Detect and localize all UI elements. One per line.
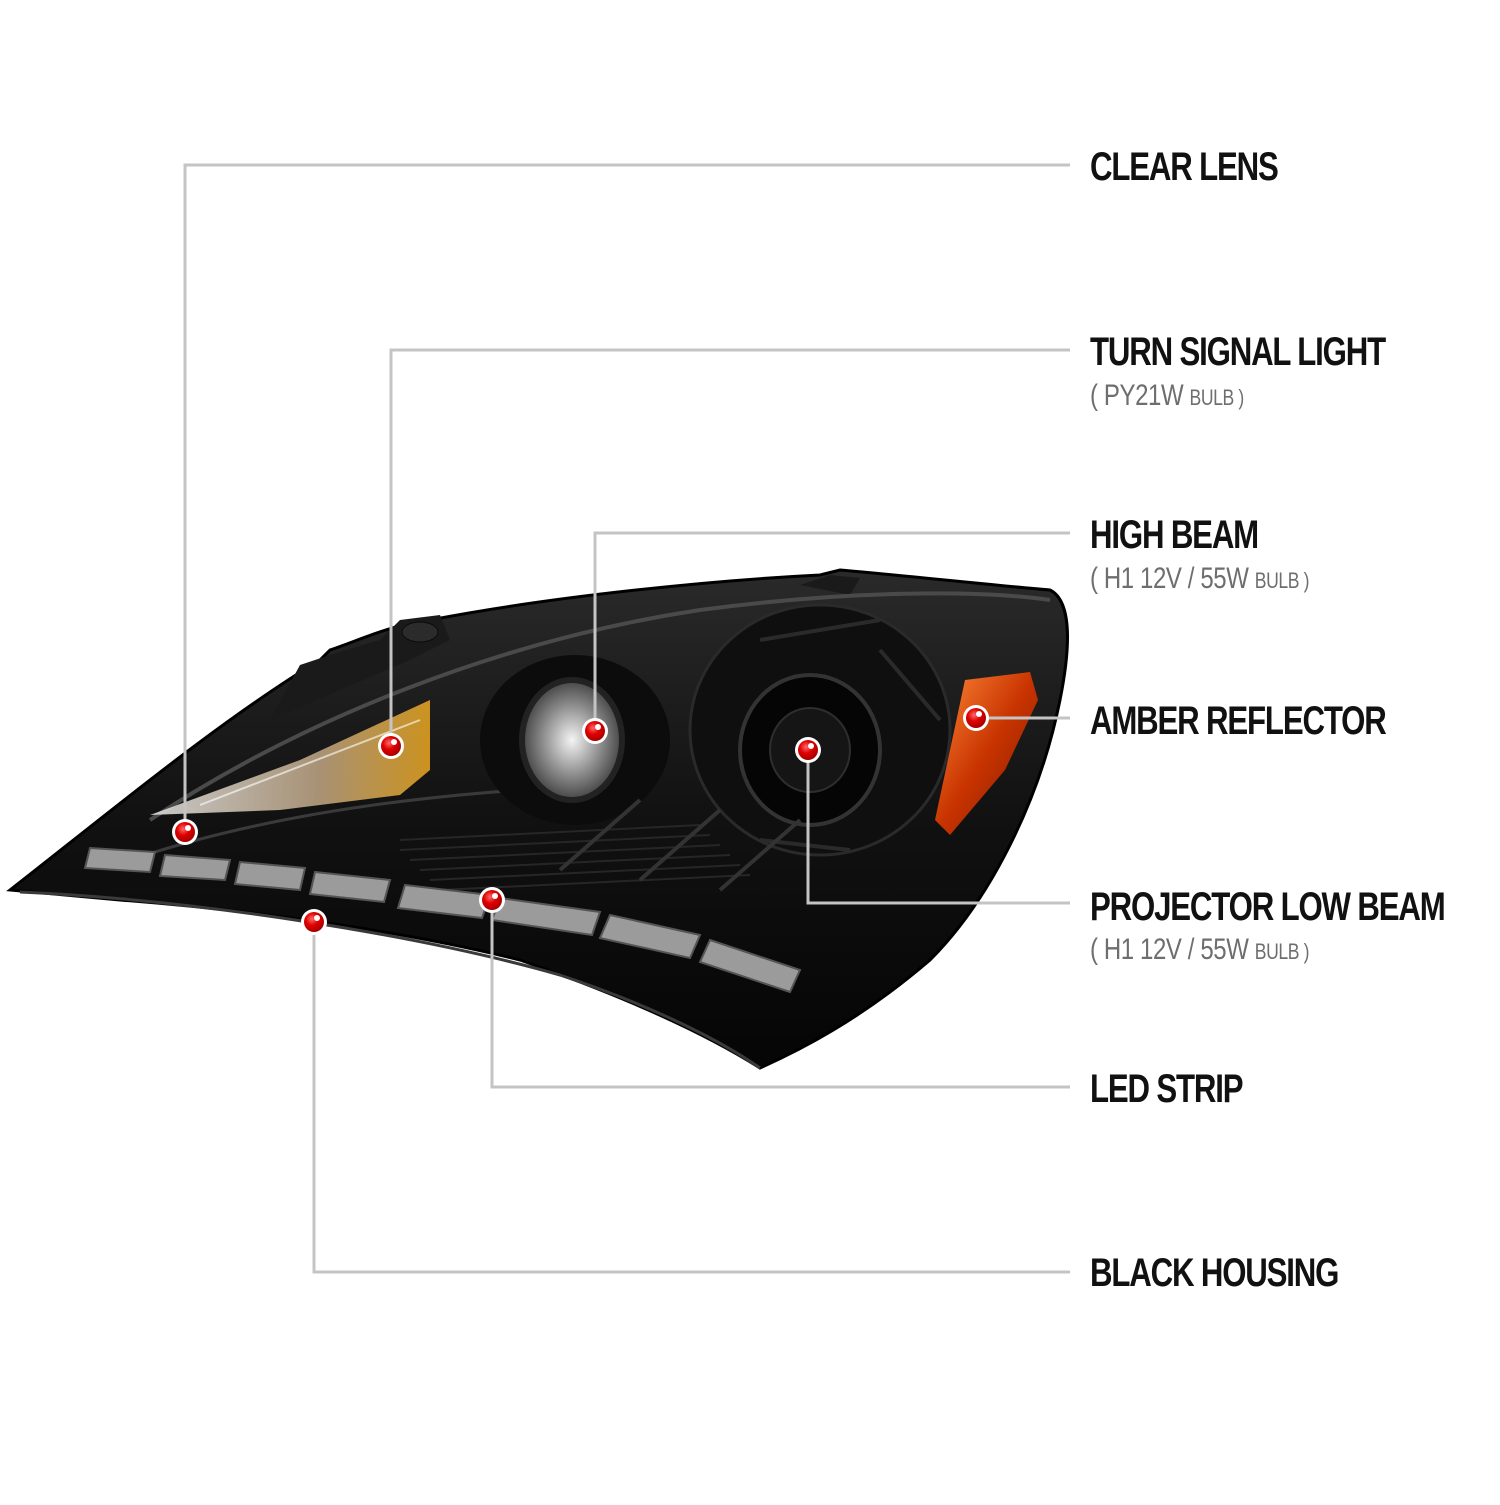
callout-markers xyxy=(172,705,989,935)
label-led-strip: LED STRIP xyxy=(1090,1067,1244,1111)
marker-dot-icon-projector-low-beam xyxy=(795,737,821,763)
subtitle-projector-low-beam-bulb: ( H1 12V / 55W BULB ) xyxy=(1090,934,1309,968)
leader-projector-low-beam xyxy=(806,750,1070,905)
leader-clear-lens xyxy=(183,163,1070,832)
leader-led-strip xyxy=(490,900,1070,1089)
leader-high-beam xyxy=(593,531,1070,731)
label-high-beam: HIGH BEAM xyxy=(1090,513,1259,557)
label-projector-low-beam: PROJECTOR LOW BEAM xyxy=(1090,885,1446,929)
marker-dot-icon-led-strip xyxy=(479,887,505,913)
marker-dot-icon-high-beam xyxy=(582,718,608,744)
marker-dot-icon-amber-reflector xyxy=(963,705,989,731)
marker-dot-icon-clear-lens xyxy=(172,819,198,845)
subtitle-high-beam-bulb: ( H1 12V / 55W BULB ) xyxy=(1090,563,1309,597)
subtitle-projector-low-beam-small: BULB ) xyxy=(1254,939,1310,964)
marker-dot-icon-turn-signal xyxy=(378,733,404,759)
label-black-housing: BLACK HOUSING xyxy=(1090,1251,1339,1295)
marker-dot-icon-black-housing xyxy=(301,909,327,935)
subtitle-turn-signal-small: BULB ) xyxy=(1189,385,1245,410)
subtitle-projector-low-beam-main: ( H1 12V / 55W xyxy=(1090,933,1255,966)
subtitle-turn-signal-main: ( PY21W xyxy=(1090,379,1190,412)
label-turn-signal-light: TURN SIGNAL LIGHT xyxy=(1090,330,1386,374)
leader-turn-signal xyxy=(389,348,1070,746)
headlight-body xyxy=(6,568,1069,1070)
label-amber-reflector: AMBER REFLECTOR xyxy=(1090,699,1387,743)
subtitle-turn-signal-bulb: ( PY21W BULB ) xyxy=(1090,380,1244,414)
subtitle-high-beam-small: BULB ) xyxy=(1254,568,1310,593)
label-clear-lens: CLEAR LENS xyxy=(1090,145,1279,189)
subtitle-high-beam-main: ( H1 12V / 55W xyxy=(1090,562,1255,595)
leader-black-housing xyxy=(312,922,1070,1274)
callout-lines xyxy=(183,163,1070,1274)
